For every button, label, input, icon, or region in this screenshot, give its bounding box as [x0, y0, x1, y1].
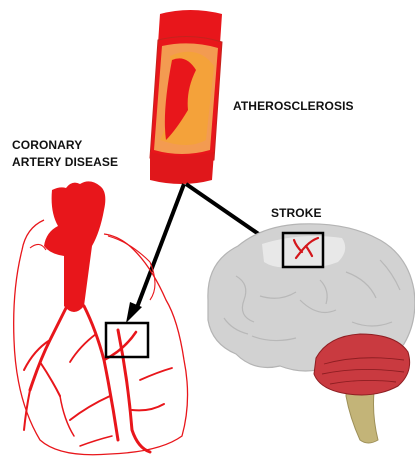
- label-cad-line1: CORONARY: [12, 137, 118, 154]
- arrow-to-heart-shaft: [136, 184, 184, 310]
- heart-outline: [14, 220, 188, 455]
- label-stroke: STROKE: [271, 205, 322, 222]
- label-atherosclerosis: ATHEROSCLEROSIS: [233, 98, 354, 115]
- artery-bottom-cuff: [150, 152, 214, 184]
- aorta: [44, 181, 105, 312]
- brain-illustration: [208, 224, 415, 443]
- artery-illustration: [150, 10, 222, 184]
- heart-illustration: [14, 181, 188, 454]
- label-cad-line2: ARTERY DISEASE: [12, 154, 118, 171]
- coronary-arteries: [24, 300, 172, 452]
- stroke-affected-area: [262, 236, 345, 267]
- heart-callout-box: [106, 323, 148, 357]
- label-coronary-artery-disease: CORONARY ARTERY DISEASE: [12, 137, 118, 171]
